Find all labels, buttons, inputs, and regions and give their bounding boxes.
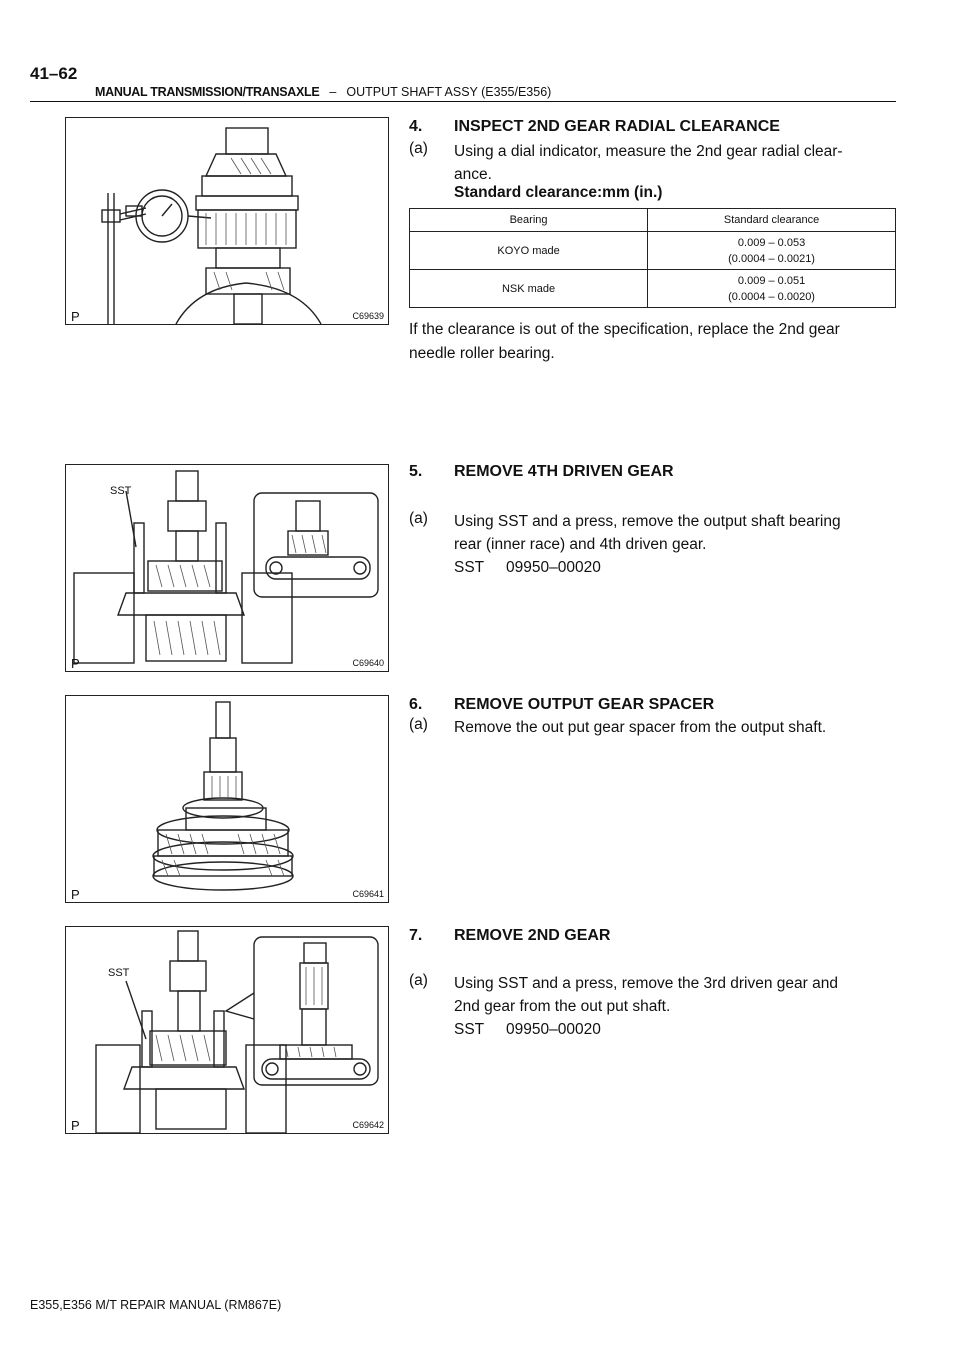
instruction-line-1: Using a dial indicator, measure the 2nd … — [454, 143, 843, 160]
press-2nd-gear-illustration — [95, 930, 379, 1133]
step-5-title: 5. REMOVE 4TH DRIVEN GEAR — [409, 463, 674, 481]
figure-dial-indicator: P C69639 — [65, 117, 389, 325]
press-illustration — [73, 470, 379, 664]
instruction-line-2: rear (inner race) and 4th driven gear. — [454, 536, 707, 553]
figure-p-mark: P — [71, 309, 80, 324]
dial-indicator-illustration — [101, 127, 322, 324]
sub-label: (a) — [409, 972, 428, 989]
figure-code: C69642 — [352, 1120, 384, 1130]
step-title-text: REMOVE 2ND GEAR — [454, 927, 611, 944]
sst-callout: SST — [110, 485, 132, 497]
instruction-line-1: Remove the out put gear spacer from the … — [454, 719, 827, 736]
sst-label: SST — [454, 1021, 485, 1038]
figure-code: C69641 — [352, 889, 384, 899]
clearance-mm: 0.009 – 0.053 — [737, 236, 806, 249]
note-line-2: needle roller bearing. — [409, 345, 555, 362]
step-title-text: REMOVE 4TH DRIVEN GEAR — [454, 463, 674, 480]
step-5-instruction: (a) Using SST and a press, remove the ou… — [409, 510, 899, 582]
sst-number: 09950–00020 — [506, 559, 601, 576]
bearing-cell: NSK made — [408, 269, 649, 308]
instruction-line-1: Using SST and a press, remove the 3rd dr… — [454, 975, 838, 992]
table-header-row: Bearing Standard clearance — [408, 208, 896, 232]
figure-code: C69640 — [352, 658, 384, 668]
sst-spec: SST 09950–00020 — [454, 1018, 899, 1041]
step-number: 4. — [409, 118, 423, 135]
header-rule — [30, 101, 896, 102]
subsection-title: OUTPUT SHAFT ASSY (E355/E356) — [346, 85, 552, 99]
step-4-instruction: (a) Using a dial indicator, measure the … — [409, 140, 899, 188]
column-header-clearance: Standard clearance — [647, 208, 896, 232]
table-row: KOYO made 0.009 – 0.053 (0.0004 – 0.0021… — [408, 231, 896, 270]
clearance-cell: 0.009 – 0.051 (0.0004 – 0.0020) — [647, 269, 896, 308]
step-title-text: REMOVE OUTPUT GEAR SPACER — [454, 696, 715, 713]
sub-label: (a) — [409, 510, 428, 527]
clearance-mm: 0.009 – 0.051 — [737, 274, 806, 287]
note-line-1: If the clearance is out of the specifica… — [409, 321, 840, 338]
clearance-in: (0.0004 – 0.0020) — [728, 290, 815, 303]
step-7-title: 7. REMOVE 2ND GEAR — [409, 927, 610, 945]
step-4-title: 4. INSPECT 2ND GEAR RADIAL CLEARANCE — [409, 118, 780, 136]
step-number: 6. — [409, 696, 423, 713]
section-title: MANUAL TRANSMISSION/TRANSAXLE — [95, 85, 320, 99]
clearance-in: (0.0004 – 0.0021) — [728, 252, 815, 265]
figure-code: C69639 — [352, 311, 384, 321]
table-row: NSK made 0.009 – 0.051 (0.0004 – 0.0020) — [408, 269, 896, 308]
step-number: 7. — [409, 927, 423, 944]
sst-label: SST — [454, 559, 485, 576]
sst-callout: SST — [108, 967, 130, 979]
figure-output-shaft: P C69641 — [65, 695, 389, 903]
step-number: 5. — [409, 463, 423, 480]
running-header: MANUAL TRANSMISSION/TRANSAXLE–OUTPUT SHA… — [95, 85, 551, 99]
instruction-line-2: 2nd gear from the out put shaft. — [454, 998, 671, 1015]
figure-p-mark: P — [71, 656, 80, 671]
step-6-title: 6. REMOVE OUTPUT GEAR SPACER — [409, 696, 714, 714]
clearance-spec-table: Bearing Standard clearance KOYO made 0.0… — [408, 208, 896, 308]
figure-p-mark: P — [71, 887, 80, 902]
sst-number: 09950–00020 — [506, 1021, 601, 1038]
figure-press-4th-gear: SST P C69640 — [65, 464, 389, 672]
column-header-bearing: Bearing — [408, 208, 649, 232]
header-separator: – — [329, 85, 337, 99]
sub-label: (a) — [409, 716, 428, 733]
step-title-text: INSPECT 2ND GEAR RADIAL CLEARANCE — [454, 118, 780, 135]
step-4-note: If the clearance is out of the specifica… — [409, 318, 899, 366]
step-6-instruction: (a) Remove the out put gear spacer from … — [409, 716, 899, 742]
figure-p-mark: P — [71, 1118, 80, 1133]
step-7-instruction: (a) Using SST and a press, remove the 3r… — [409, 972, 899, 1044]
figure-press-2nd-gear: SST P C69642 — [65, 926, 389, 1134]
sub-label: (a) — [409, 140, 428, 157]
instruction-line-1: Using SST and a press, remove the output… — [454, 513, 841, 530]
clearance-cell: 0.009 – 0.053 (0.0004 – 0.0021) — [647, 231, 896, 270]
output-shaft-illustration — [152, 701, 294, 891]
instruction-line-2: ance. — [454, 166, 492, 183]
standard-clearance-label: Standard clearance:mm (in.) — [454, 184, 663, 201]
sst-spec: SST 09950–00020 — [454, 556, 899, 579]
page-footer: E355,E356 M/T REPAIR MANUAL (RM867E) — [30, 1298, 282, 1312]
bearing-cell: KOYO made — [408, 231, 649, 270]
page-number: 41–62 — [30, 64, 78, 83]
